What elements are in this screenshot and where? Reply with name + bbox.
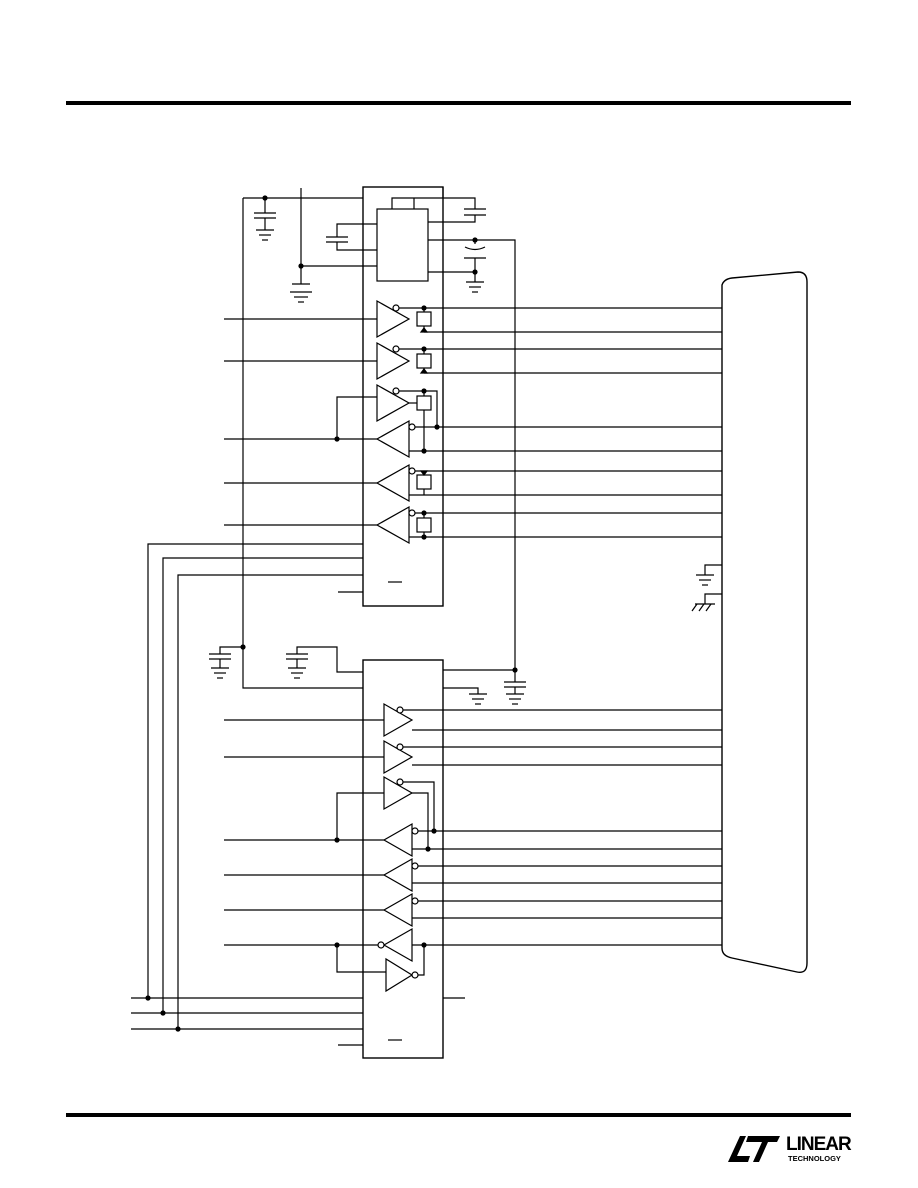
receiver-triangle-icon bbox=[382, 857, 413, 893]
receiver-triangle-icon bbox=[375, 463, 410, 503]
junction-dot-icon bbox=[145, 995, 151, 1001]
footer-rule bbox=[66, 1113, 851, 1117]
receiver-triangle-icon bbox=[382, 892, 413, 928]
junction-dot-icon bbox=[334, 837, 340, 843]
charge-pump-block bbox=[376, 208, 429, 282]
lower-ic-body bbox=[362, 659, 444, 1059]
lower-receivers bbox=[224, 822, 722, 993]
header-rule bbox=[66, 101, 851, 105]
receiver-triangle-icon bbox=[375, 505, 410, 545]
upper-drivers bbox=[224, 299, 722, 451]
junction-dot-icon bbox=[175, 1026, 181, 1032]
logo-line1: LINEAR bbox=[786, 1134, 852, 1155]
lower-ic bbox=[362, 659, 444, 1059]
resistor-box-icon bbox=[416, 353, 432, 369]
junction-dot-icon bbox=[160, 1010, 166, 1016]
lower-control-lines bbox=[131, 995, 465, 1046]
lower-drivers bbox=[224, 702, 722, 849]
junction-dot-icon bbox=[421, 510, 427, 516]
lt-mark-icon bbox=[728, 1136, 780, 1162]
upper-receivers bbox=[224, 419, 722, 545]
lower-supply-wiring bbox=[209, 644, 526, 705]
resistor-box-icon bbox=[416, 517, 432, 533]
polarized-capacitor-icon bbox=[464, 246, 486, 251]
junction-dot-icon bbox=[334, 436, 340, 442]
upper-control-lines bbox=[147, 543, 363, 1029]
resistor-box-icon bbox=[416, 311, 432, 327]
resistor-box-icon bbox=[416, 395, 432, 411]
junction-dot-icon bbox=[434, 424, 440, 430]
upper-supply-wiring bbox=[242, 187, 516, 670]
d-sub-connector-icon bbox=[721, 271, 808, 973]
junction-dot-icon bbox=[431, 828, 437, 834]
linear-technology-logo: LINEAR TECHNOLOGY bbox=[728, 1134, 853, 1163]
connector bbox=[691, 271, 808, 973]
junction-dot-icon bbox=[425, 846, 431, 852]
driver-triangle-icon bbox=[385, 957, 414, 993]
junction-dot-icon bbox=[421, 448, 427, 454]
driver-triangle-icon bbox=[376, 383, 411, 423]
resistor-box-icon bbox=[416, 474, 432, 490]
receiver-triangle-icon bbox=[382, 927, 413, 963]
logo-line2: TECHNOLOGY bbox=[788, 1154, 841, 1163]
receiver-triangle-icon bbox=[382, 822, 413, 858]
receiver-triangle-icon bbox=[375, 419, 410, 459]
